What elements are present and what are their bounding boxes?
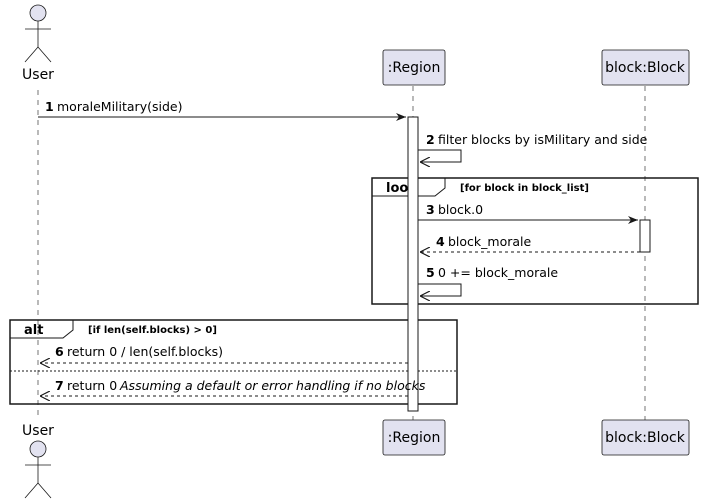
message-5: 5 0 += block_morale <box>418 265 558 296</box>
message-1: 1 moraleMilitary(side) <box>38 99 406 121</box>
message-7-note: Assuming a default or error handling if … <box>119 378 426 393</box>
message-6-label: return 0 / len(self.blocks) <box>67 344 223 359</box>
message-4-number: 4 <box>436 234 445 249</box>
region-participant-bottom[interactable]: :Region <box>382 419 446 456</box>
message-3: 3 block.0 <box>418 202 638 224</box>
message-6-number: 6 <box>55 344 64 359</box>
message-3-label: block.0 <box>438 202 483 217</box>
user-actor-top[interactable]: User <box>22 4 54 83</box>
message-6: 6 return 0 / len(self.blocks) <box>40 344 408 363</box>
alt-keyword: alt <box>24 323 43 338</box>
message-4: 4 block_morale <box>420 234 640 252</box>
message-7-label: return 0 <box>67 378 117 393</box>
block-activation <box>639 219 651 253</box>
region-label-bottom: :Region <box>388 430 441 446</box>
message-4-label: block_morale <box>448 234 532 249</box>
block-participant-top[interactable]: block:Block <box>601 49 690 86</box>
user-label-bottom: User <box>22 423 54 439</box>
message-1-label: moraleMilitary(side) <box>57 99 182 114</box>
region-participant-top[interactable]: :Region <box>382 49 446 86</box>
region-label-top: :Region <box>388 60 441 76</box>
user-label-top: User <box>22 67 54 83</box>
message-2: 2 filter blocks by isMilitary and side <box>418 132 648 162</box>
message-3-number: 3 <box>426 202 435 217</box>
alt-fragment: alt [if len(self.blocks) > 0] <box>9 319 458 405</box>
block-participant-bottom[interactable]: block:Block <box>601 419 690 456</box>
message-2-number: 2 <box>426 132 435 147</box>
alt-guard: [if len(self.blocks) > 0] <box>88 325 217 336</box>
message-5-number: 5 <box>426 265 435 280</box>
user-actor-bottom[interactable]: User <box>22 423 54 499</box>
message-5-label: 0 += block_morale <box>438 265 558 280</box>
message-7: 7 return 0 Assuming a default or error h… <box>40 378 426 396</box>
block-label-top: block:Block <box>605 60 686 76</box>
region-activation <box>407 116 419 412</box>
message-7-number: 7 <box>55 378 64 393</box>
loop-guard: [for block in block_list] <box>460 183 589 194</box>
block-label-bottom: block:Block <box>605 430 686 446</box>
message-2-label: filter blocks by isMilitary and side <box>438 132 648 147</box>
message-1-number: 1 <box>45 99 54 114</box>
